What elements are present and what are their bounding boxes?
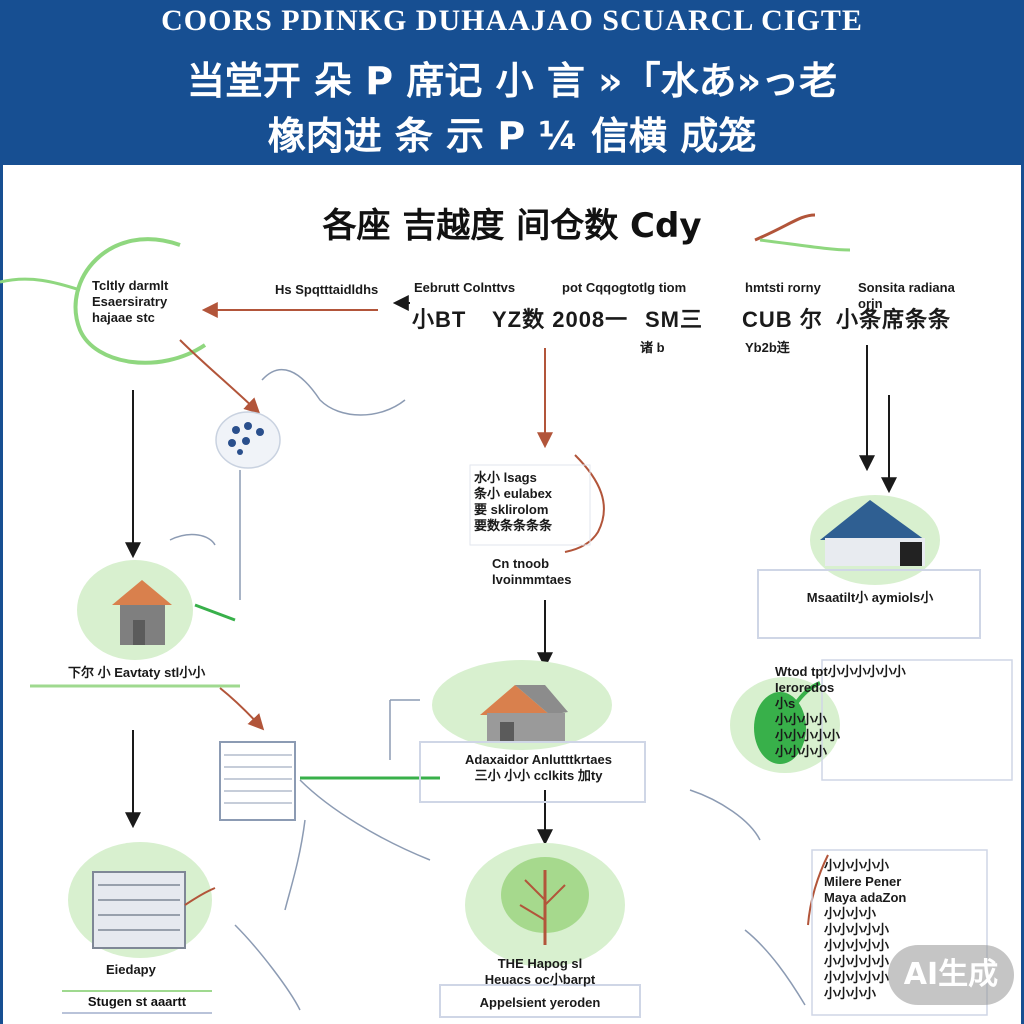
center-note-frame [469,464,591,546]
center-note: 水小 lsags 条小 eulabex 要 sklirolom 要数条条条条 [474,470,553,533]
connector-curve-4 [299,779,431,861]
window-large-illustration [68,842,216,958]
right-label-frame [757,569,981,639]
code-4: CUB 尔 [742,307,823,332]
header-line-1: COORS PDINKG DUHAAJAO SCUARCL CIGTE [161,4,863,37]
code-1: 小BT [412,307,467,332]
connector-curve-6 [234,924,301,1011]
center-label-frame [419,741,646,803]
house-right-illustration [810,495,940,585]
window-caption: Stugen st aaartt [62,990,212,1014]
tree-right-illustration [730,677,840,773]
connector-curve-7 [689,789,761,841]
bottom-right-note: 小小小小小 Milere Pener Maya adaZon 小小小小 小小小小… [824,858,907,1001]
connector-curve-8 [744,929,806,1006]
code-2: YZ数 2008一 [492,307,629,332]
top-left-note: Tcltly darmlt Esaersiratry hajaae stc [92,278,169,325]
header-line-3: 橡肉进 条 示 P ¼ 信横 成笼 [267,114,757,158]
green-curve-top-right [759,238,851,252]
connector-curve-1 [261,369,406,416]
top-caption-5: Sonsita radiana orjn [858,280,955,311]
sub-label-1: 诸 b [640,340,665,355]
diagram-canvas [0,213,1013,1018]
connector-curve-5 [284,819,306,911]
house-left-illustration [77,560,193,660]
code-5: 小条席条条 [836,307,952,332]
right-note-frame [821,659,1013,781]
red-bracket-center [564,454,605,553]
connector-curve-3 [169,533,216,546]
red-arrow-left-diagonal [179,339,261,415]
house-center-illustration [389,660,612,760]
tree-caption: THE Hapog sl Heuacs oc小barpt [484,956,596,987]
ai-generated-watermark: AI生成 [888,945,1014,1005]
green-sketch-curve [73,237,207,365]
tree-right-note: Wtod tpt小小小小小小 Ieroredos 小s 小小小小 小小小小小 小… [775,664,906,759]
top-caption-1: Hs Spqtttaidldhs [275,282,379,297]
top-caption-3: pot Cqqogtotlg tiom [562,280,687,295]
top-caption-4: hmtsti rorny [745,280,821,295]
green-line-left-window [194,603,236,622]
header-line-2: 当堂开 朵 P 席记 小 言 »「水あ»っ老 [186,59,838,103]
red-arrow-right-bottom [807,854,829,926]
tree-label-frame [439,984,641,1018]
diagram-title: 各座 吉越度 间仓数 Cdy [322,206,702,246]
house-left-label: 下尔 小 Eavtaty stl小小 [68,665,206,680]
header-banner: COORS PDINKG DUHAAJAO SCUARCL CIGTE 当堂开 … [0,0,1024,165]
red-arrow-left-to-window [219,687,265,731]
house-center-label: Adaxaidor Anlutttkrtaes 三小 小小 cclkits 加t… [465,752,612,783]
window-label: Eiedapy [106,962,156,977]
red-curve-top-right [754,213,816,242]
window-illustration [219,741,296,821]
center-note-2: Cn tnoob lvoinmmtaes [492,556,572,587]
sub-label-2: Yb2b连 [745,340,790,355]
top-caption-2: Eebrutt Colnttvs [414,280,516,295]
tree-center-illustration [465,843,625,967]
frame-right-border [1021,165,1024,1024]
bottom-right-frame [811,849,988,1016]
house-right-label: Msaatilt小 aymiols小 [806,590,934,605]
code-3: SM三 [645,307,704,332]
green-sketch-stroke [0,277,81,292]
frame-left-border [0,165,3,1024]
tree-box-label: Appelsient yeroden [479,995,601,1010]
